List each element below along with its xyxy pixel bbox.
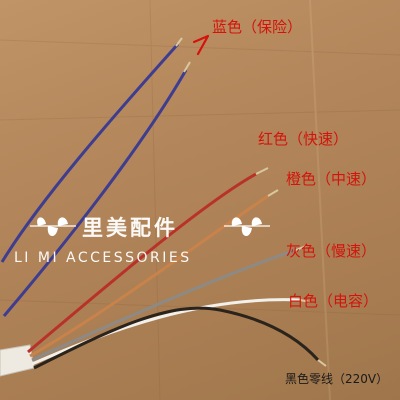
gray-wire-tip: [295, 245, 307, 251]
white-wire-tip: [299, 299, 311, 303]
red-wire-tip: [255, 167, 269, 175]
orange-wire: [29, 194, 269, 358]
red-wire-label: 红色（快速）: [258, 130, 349, 148]
gray-wire-label: 灰色（慢速）: [286, 242, 377, 260]
watermark-chinese: 里美配件: [82, 216, 178, 240]
blue-wire-1-tip: [175, 37, 183, 47]
white-wire-label: 白色（电容）: [288, 292, 379, 310]
white-wire: [31, 298, 301, 366]
gray-wire: [31, 248, 297, 362]
left-leaf-icon: [30, 217, 76, 237]
blue-wire-2-tip: [183, 61, 191, 73]
marker-check: [192, 34, 210, 56]
black-wire-tip: [317, 359, 327, 367]
right-leaf-icon: [224, 217, 270, 237]
blue-wire-2: [2, 69, 188, 317]
black-wire: [33, 306, 320, 370]
black-wire-label: 黑色零线（220V）: [285, 372, 389, 386]
watermark-english: LI MI ACCESSORIES: [14, 250, 192, 266]
orange-wire-label: 橙色（中速）: [286, 170, 377, 188]
red-wire: [27, 172, 257, 354]
blue-wire-1: [0, 42, 180, 263]
orange-wire-tip: [267, 189, 279, 197]
blue-wire-label: 蓝色（保险）: [212, 18, 303, 36]
